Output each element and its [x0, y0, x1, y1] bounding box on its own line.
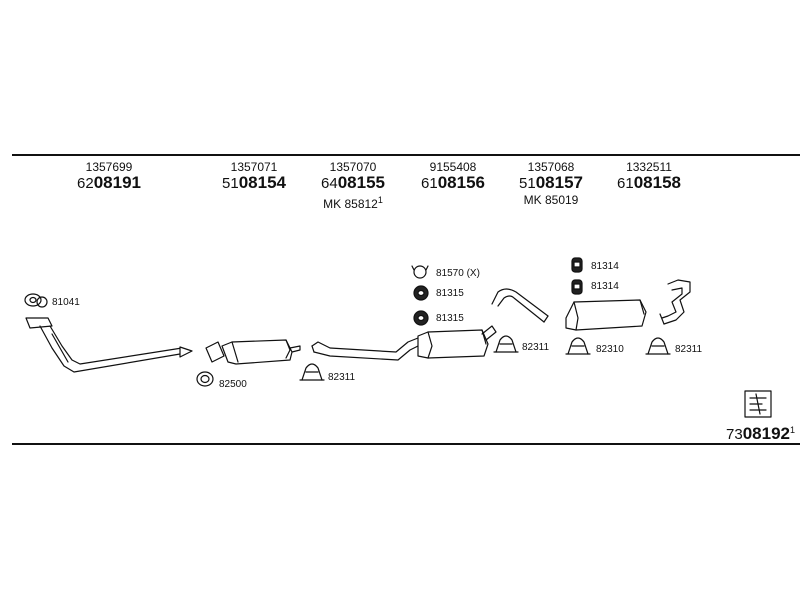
column-1: 1357699 6208191 — [54, 160, 164, 193]
intermediate-pipe-part[interactable] — [311, 337, 419, 361]
clamp-82311-icon[interactable] — [645, 337, 671, 355]
part-number[interactable]: 5108154 — [199, 174, 309, 193]
part-main: 08156 — [437, 173, 485, 192]
part-number[interactable]: 6408155 — [298, 174, 408, 193]
clamp-82311-icon[interactable] — [493, 335, 519, 353]
part-prefix: 62 — [77, 175, 94, 192]
ref-number: 1357699 — [85, 160, 133, 174]
part-number[interactable]: 6108156 — [398, 174, 508, 193]
mk-sup: 1 — [377, 195, 383, 205]
rear-muffler-part[interactable] — [565, 299, 647, 331]
front-pipe-part[interactable] — [25, 317, 193, 373]
part-prefix: 61 — [617, 175, 634, 192]
column-5: 1357068 5108157 MK 85019 — [496, 160, 606, 207]
tailpipe-part[interactable] — [659, 279, 691, 325]
rubber-81315-icon[interactable] — [413, 285, 429, 301]
mk-number[interactable]: MK 858121 — [298, 193, 408, 211]
label-81314-a: 81314 — [591, 261, 619, 272]
label-82311-c: 82311 — [675, 344, 703, 355]
part-main: 08154 — [238, 173, 286, 192]
label-81315-b: 81315 — [436, 313, 464, 324]
part-number[interactable]: 6108158 — [594, 174, 704, 193]
part-prefix: 64 — [321, 175, 338, 192]
rubber-81315-icon[interactable] — [413, 310, 429, 326]
mount-81314-icon[interactable] — [571, 279, 583, 295]
mount-81314-icon[interactable] — [571, 257, 583, 273]
mk-text: MK 85812 — [323, 197, 378, 211]
label-82500: 82500 — [219, 379, 247, 390]
part-number[interactable]: 6208191 — [54, 174, 164, 193]
top-divider — [12, 154, 800, 156]
kit-sup: 1 — [789, 425, 795, 435]
mk-text: MK 85019 — [523, 193, 579, 207]
front-muffler-part[interactable] — [205, 339, 301, 365]
part-main: 08157 — [535, 173, 583, 192]
clamp-82311-icon[interactable] — [299, 363, 325, 381]
column-4: 9155408 6108156 — [398, 160, 508, 193]
label-82311-b: 82311 — [522, 342, 550, 353]
ref-number: 1357068 — [527, 160, 575, 174]
kit-box-icon[interactable] — [744, 390, 772, 418]
ring-82500-icon[interactable] — [196, 371, 214, 387]
label-81041: 81041 — [52, 297, 80, 308]
part-prefix: 51 — [519, 175, 536, 192]
hanger-81570-icon[interactable] — [411, 265, 429, 279]
part-number[interactable]: 5108157 — [496, 174, 606, 193]
kit-main: 08192 — [742, 424, 790, 443]
bottom-divider — [12, 443, 800, 445]
part-main: 08155 — [337, 173, 385, 192]
center-muffler-part[interactable] — [417, 325, 497, 359]
part-prefix: 51 — [222, 175, 239, 192]
ref-number: 1357071 — [230, 160, 278, 174]
column-6: 1332511 6108158 — [594, 160, 704, 193]
label-81570: 81570 (X) — [436, 268, 480, 279]
label-81315-a: 81315 — [436, 288, 464, 299]
part-prefix: 61 — [421, 175, 438, 192]
clamp-82310-icon[interactable] — [565, 337, 591, 355]
ref-number: 1332511 — [626, 160, 672, 174]
kit-prefix: 73 — [726, 426, 743, 443]
part-main: 08158 — [633, 173, 681, 192]
part-main: 08191 — [93, 173, 141, 192]
column-2: 1357071 5108154 — [199, 160, 309, 193]
ref-number: 1357070 — [329, 160, 377, 174]
kit-part-number[interactable]: 73081921 — [726, 424, 795, 444]
bend-pipe-part[interactable] — [491, 288, 549, 323]
gasket-81041-icon[interactable] — [24, 293, 48, 308]
column-3: 1357070 6408155 MK 858121 — [298, 160, 408, 211]
label-81314-b: 81314 — [591, 281, 619, 292]
mk-number[interactable]: MK 85019 — [496, 193, 606, 207]
label-82310: 82310 — [596, 344, 624, 355]
ref-number: 9155408 — [429, 160, 477, 174]
label-82311-a: 82311 — [328, 372, 356, 383]
